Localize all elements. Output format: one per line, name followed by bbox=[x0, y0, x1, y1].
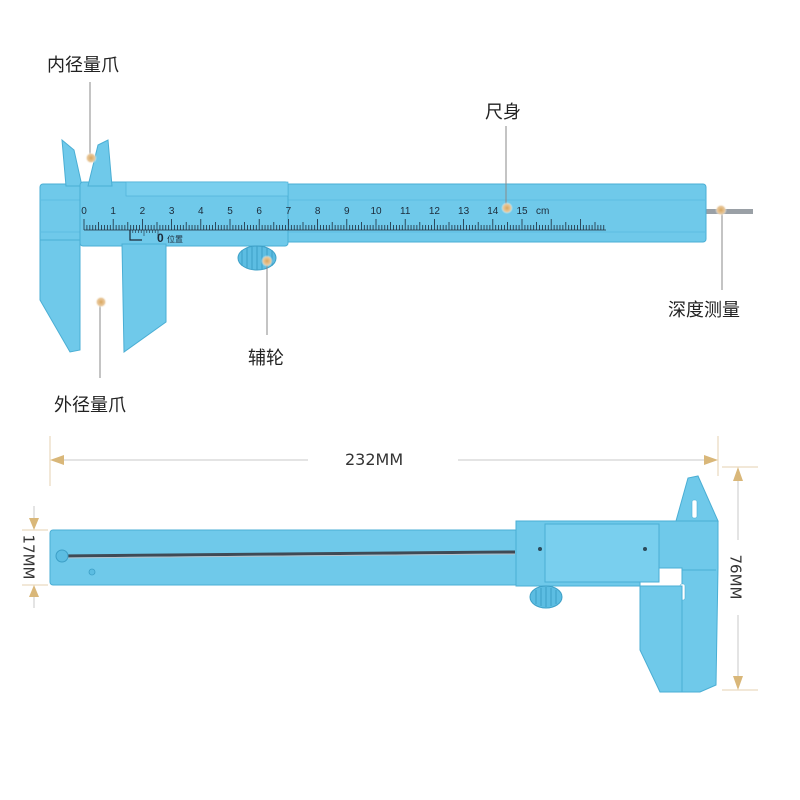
caliper-rear-view bbox=[22, 436, 758, 693]
vernier-text: 位置 bbox=[167, 234, 183, 244]
main-scale-number: 12 bbox=[429, 206, 441, 217]
main-scale-number: 0 bbox=[81, 206, 87, 217]
main-scale-number: 6 bbox=[256, 206, 262, 217]
main-scale-number: 13 bbox=[458, 206, 470, 217]
main-scale-ticks bbox=[83, 219, 606, 231]
main-scale-number: 14 bbox=[487, 206, 499, 217]
main-scale-number: 4 bbox=[198, 206, 204, 217]
fixed-inner-jaw bbox=[61, 138, 83, 187]
depth-rod bbox=[705, 209, 753, 214]
main-scale-number: 11 bbox=[400, 206, 411, 217]
label-outer-jaw: 外径量爪 bbox=[54, 395, 126, 416]
main-scale-number: 8 bbox=[315, 206, 321, 217]
dimension-length: 232MM bbox=[345, 450, 404, 469]
marker-inner-jaw-icon bbox=[85, 152, 97, 164]
main-scale-number: 15 bbox=[516, 206, 528, 217]
dimension-height: 76MM bbox=[726, 554, 745, 600]
scale-unit: cm bbox=[536, 206, 549, 217]
fixed-outer-jaw bbox=[39, 239, 81, 353]
main-scale-number: 10 bbox=[370, 206, 382, 217]
marker-wheel-icon bbox=[261, 255, 273, 267]
dimension-width: 17MM bbox=[19, 534, 38, 580]
moving-outer-jaw bbox=[121, 243, 167, 353]
leaders bbox=[89, 82, 723, 378]
marker-depth-icon bbox=[715, 204, 727, 216]
main-scale-number: 3 bbox=[169, 206, 175, 217]
marker-outer-jaw-icon bbox=[95, 296, 107, 308]
marker-main-scale-icon bbox=[501, 202, 513, 214]
vernier-zero: 0 bbox=[157, 231, 164, 245]
main-scale-number: 5 bbox=[227, 206, 233, 217]
main-scale-number: 9 bbox=[344, 206, 350, 217]
label-inner-jaw: 内径量爪 bbox=[47, 55, 119, 76]
label-thumb-wheel: 辅轮 bbox=[248, 348, 284, 369]
main-scale-number: 1 bbox=[110, 206, 116, 217]
main-scale-number: 2 bbox=[140, 206, 146, 217]
label-main-scale: 尺身 bbox=[485, 102, 521, 123]
label-depth: 深度测量 bbox=[668, 300, 740, 321]
vernier-pointer-icon bbox=[129, 230, 142, 241]
main-scale-number: 7 bbox=[286, 206, 292, 217]
